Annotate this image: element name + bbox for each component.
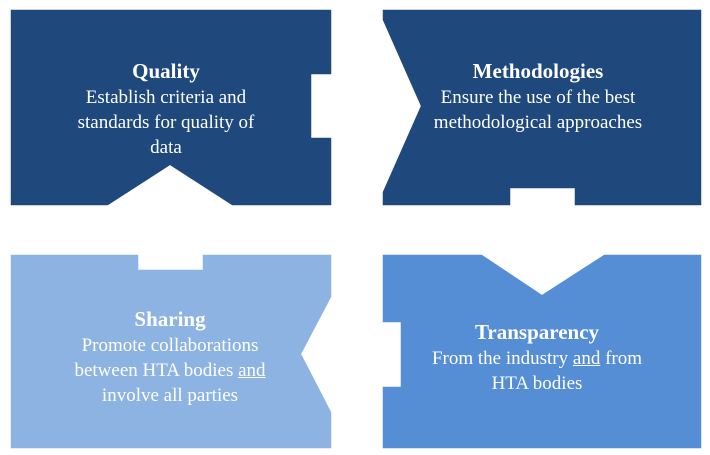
sharing-text: Sharing Promote collaborations between H…	[50, 306, 290, 408]
transparency-block	[381, 253, 703, 450]
transparency-title: Transparency	[474, 320, 600, 344]
methodologies-description: Ensure the use of the best methodologica…	[433, 87, 643, 133]
sharing-block	[9, 253, 333, 450]
transparency-description-part-1: From the industry	[431, 348, 573, 369]
sharing-description-part-2: involve all parties	[101, 385, 239, 406]
quality-block	[9, 8, 333, 207]
transparency-underlined-and: and	[572, 348, 601, 369]
transparency-description: From the industry and from HTA bodies	[422, 346, 652, 396]
sharing-description-part-1: Promote collaborations between HTA bodie…	[74, 335, 259, 381]
methodologies-text: Methodologies Ensure the use of the best…	[420, 58, 656, 135]
sharing-description: Promote collaborations between HTA bodie…	[50, 333, 290, 408]
sharing-title: Sharing	[134, 307, 206, 331]
transparency-text: Transparency From the industry and from …	[422, 319, 652, 396]
methodologies-title: Methodologies	[472, 59, 604, 83]
quality-title: Quality	[132, 59, 200, 83]
transparency-description-part-2: from HTA bodies	[491, 348, 643, 394]
quality-description: Establish criteria and standards for qua…	[77, 87, 255, 158]
sharing-underlined-and: and	[238, 360, 266, 381]
methodologies-block	[381, 8, 703, 207]
quality-text: Quality Establish criteria and standards…	[60, 58, 272, 160]
